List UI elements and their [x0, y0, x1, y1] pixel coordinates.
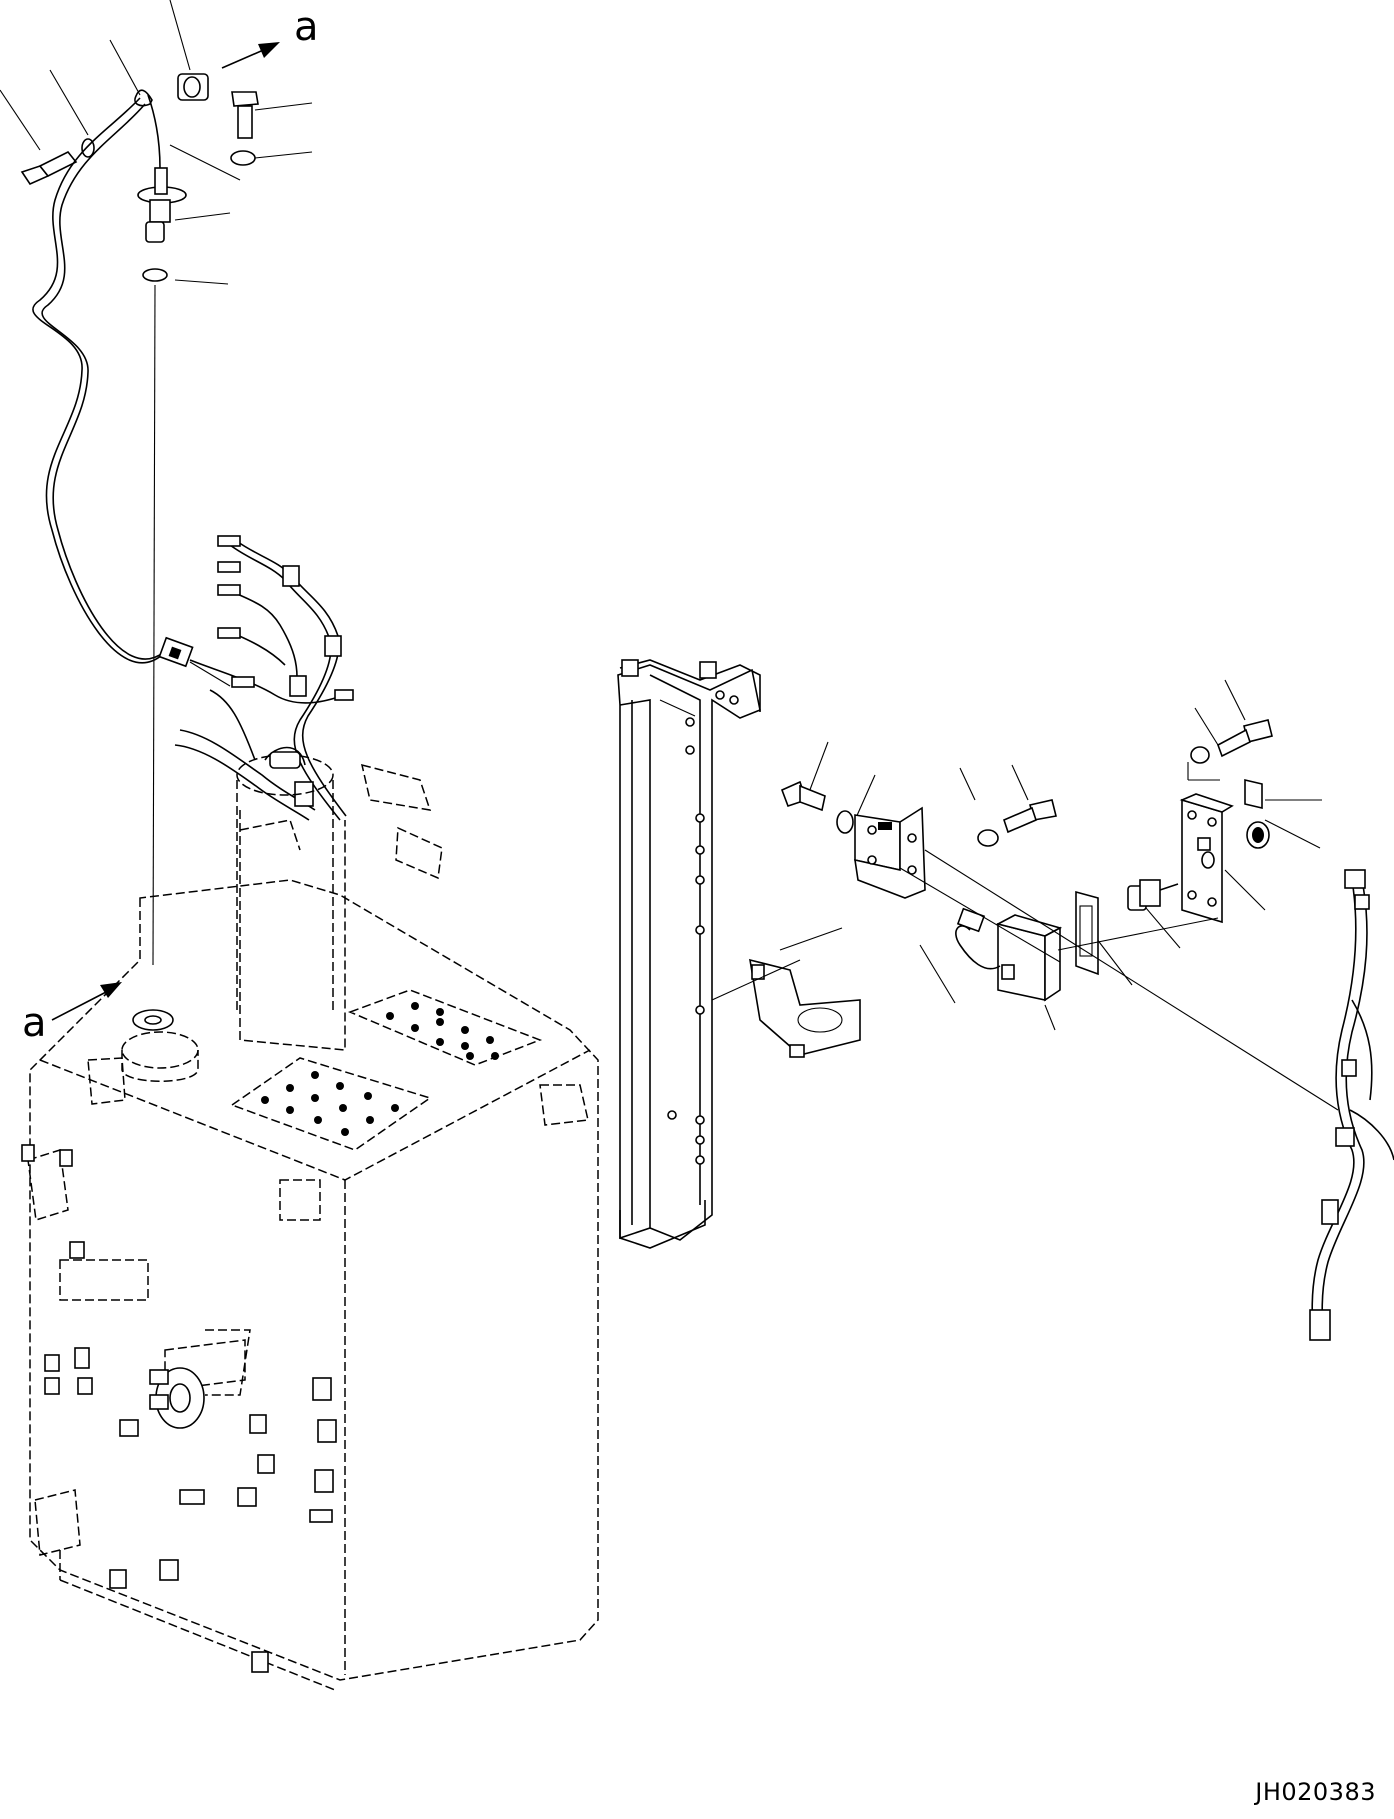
view-marker-a-bottom: a: [22, 1000, 47, 1046]
harness-clamp: [324, 635, 342, 657]
leader-line: [174, 279, 229, 285]
leader-line: [854, 774, 876, 821]
fuel-tank: [21, 746, 599, 1691]
washer-2: [977, 829, 999, 847]
bolt-left: [20, 150, 78, 186]
sensor-flange: [137, 144, 241, 243]
drawing-number: JH020383: [1255, 1778, 1376, 1806]
harness-clamp: [289, 675, 307, 697]
view-arrow-bottom: [51, 989, 111, 1021]
harness-clamp: [282, 565, 300, 587]
toggle-switch: [1127, 879, 1179, 911]
leader-line: [919, 944, 956, 1004]
view-arrowhead-top: [258, 42, 280, 58]
leader-line: [807, 741, 829, 796]
sensor-wire: [32, 97, 163, 664]
pillar-boss: [621, 659, 639, 677]
leader-line: [0, 89, 41, 151]
switch-knob: [1246, 821, 1270, 849]
terminal: [231, 676, 255, 688]
switch-bracket: [854, 806, 926, 899]
mount-bracket: [749, 958, 861, 1056]
tank-fittings: [21, 1144, 337, 1673]
leader-line: [49, 69, 89, 136]
sensor-wire-b: [41, 103, 165, 660]
sensor-boss: [121, 1009, 199, 1082]
switch-plate: [1179, 793, 1234, 924]
terminal: [217, 535, 241, 547]
terminal: [217, 561, 241, 573]
right-harness: [1309, 869, 1394, 1341]
leader-line: [254, 102, 313, 111]
filler-cap: [269, 751, 301, 769]
sensor-connector: [158, 636, 194, 668]
o-ring: [142, 268, 168, 282]
view-arrowhead-bottom: [100, 982, 122, 998]
leader-line: [1194, 707, 1219, 746]
view-arrow-top: [221, 47, 269, 69]
leader-line: [1264, 819, 1321, 849]
washer-right: [230, 150, 256, 166]
leader-line: [109, 39, 141, 96]
leader-line: [1224, 679, 1246, 721]
harness-connector: [1344, 869, 1366, 889]
bolt-3: [1217, 719, 1273, 758]
gasket: [1075, 890, 1099, 976]
tank-brackets: [27, 763, 589, 1556]
bolt-2: [1003, 799, 1057, 834]
leader-line: [1224, 869, 1266, 911]
bolt-1: [780, 780, 826, 812]
washer-1: [836, 810, 854, 834]
pillar-boss: [699, 661, 717, 679]
fuel-level-sensor-assembly: [0, 0, 313, 966]
wiring-harness: [174, 535, 354, 821]
leader-line: [254, 151, 313, 159]
filler-neck: [236, 746, 346, 1051]
terminal: [217, 627, 241, 639]
assembly-line: [152, 284, 156, 966]
leader-line: [1011, 764, 1029, 801]
leader-line: [959, 767, 976, 801]
leader-line: [1044, 1004, 1056, 1031]
terminal: [217, 584, 241, 596]
sensor-tube: [147, 94, 161, 169]
cab-pillar: [617, 659, 861, 1249]
collar: [177, 73, 209, 101]
leader-line: [169, 0, 191, 71]
view-marker-a-top: a: [294, 4, 319, 50]
switch-box: [955, 907, 1063, 1002]
washer-3: [1190, 746, 1210, 764]
plate-bolts: [261, 1002, 499, 1136]
label-plate: [1244, 778, 1263, 810]
switch-assembly: [780, 679, 1394, 1341]
bolt-upright: [231, 91, 259, 139]
terminal: [334, 689, 354, 701]
leader-line: [174, 212, 231, 221]
